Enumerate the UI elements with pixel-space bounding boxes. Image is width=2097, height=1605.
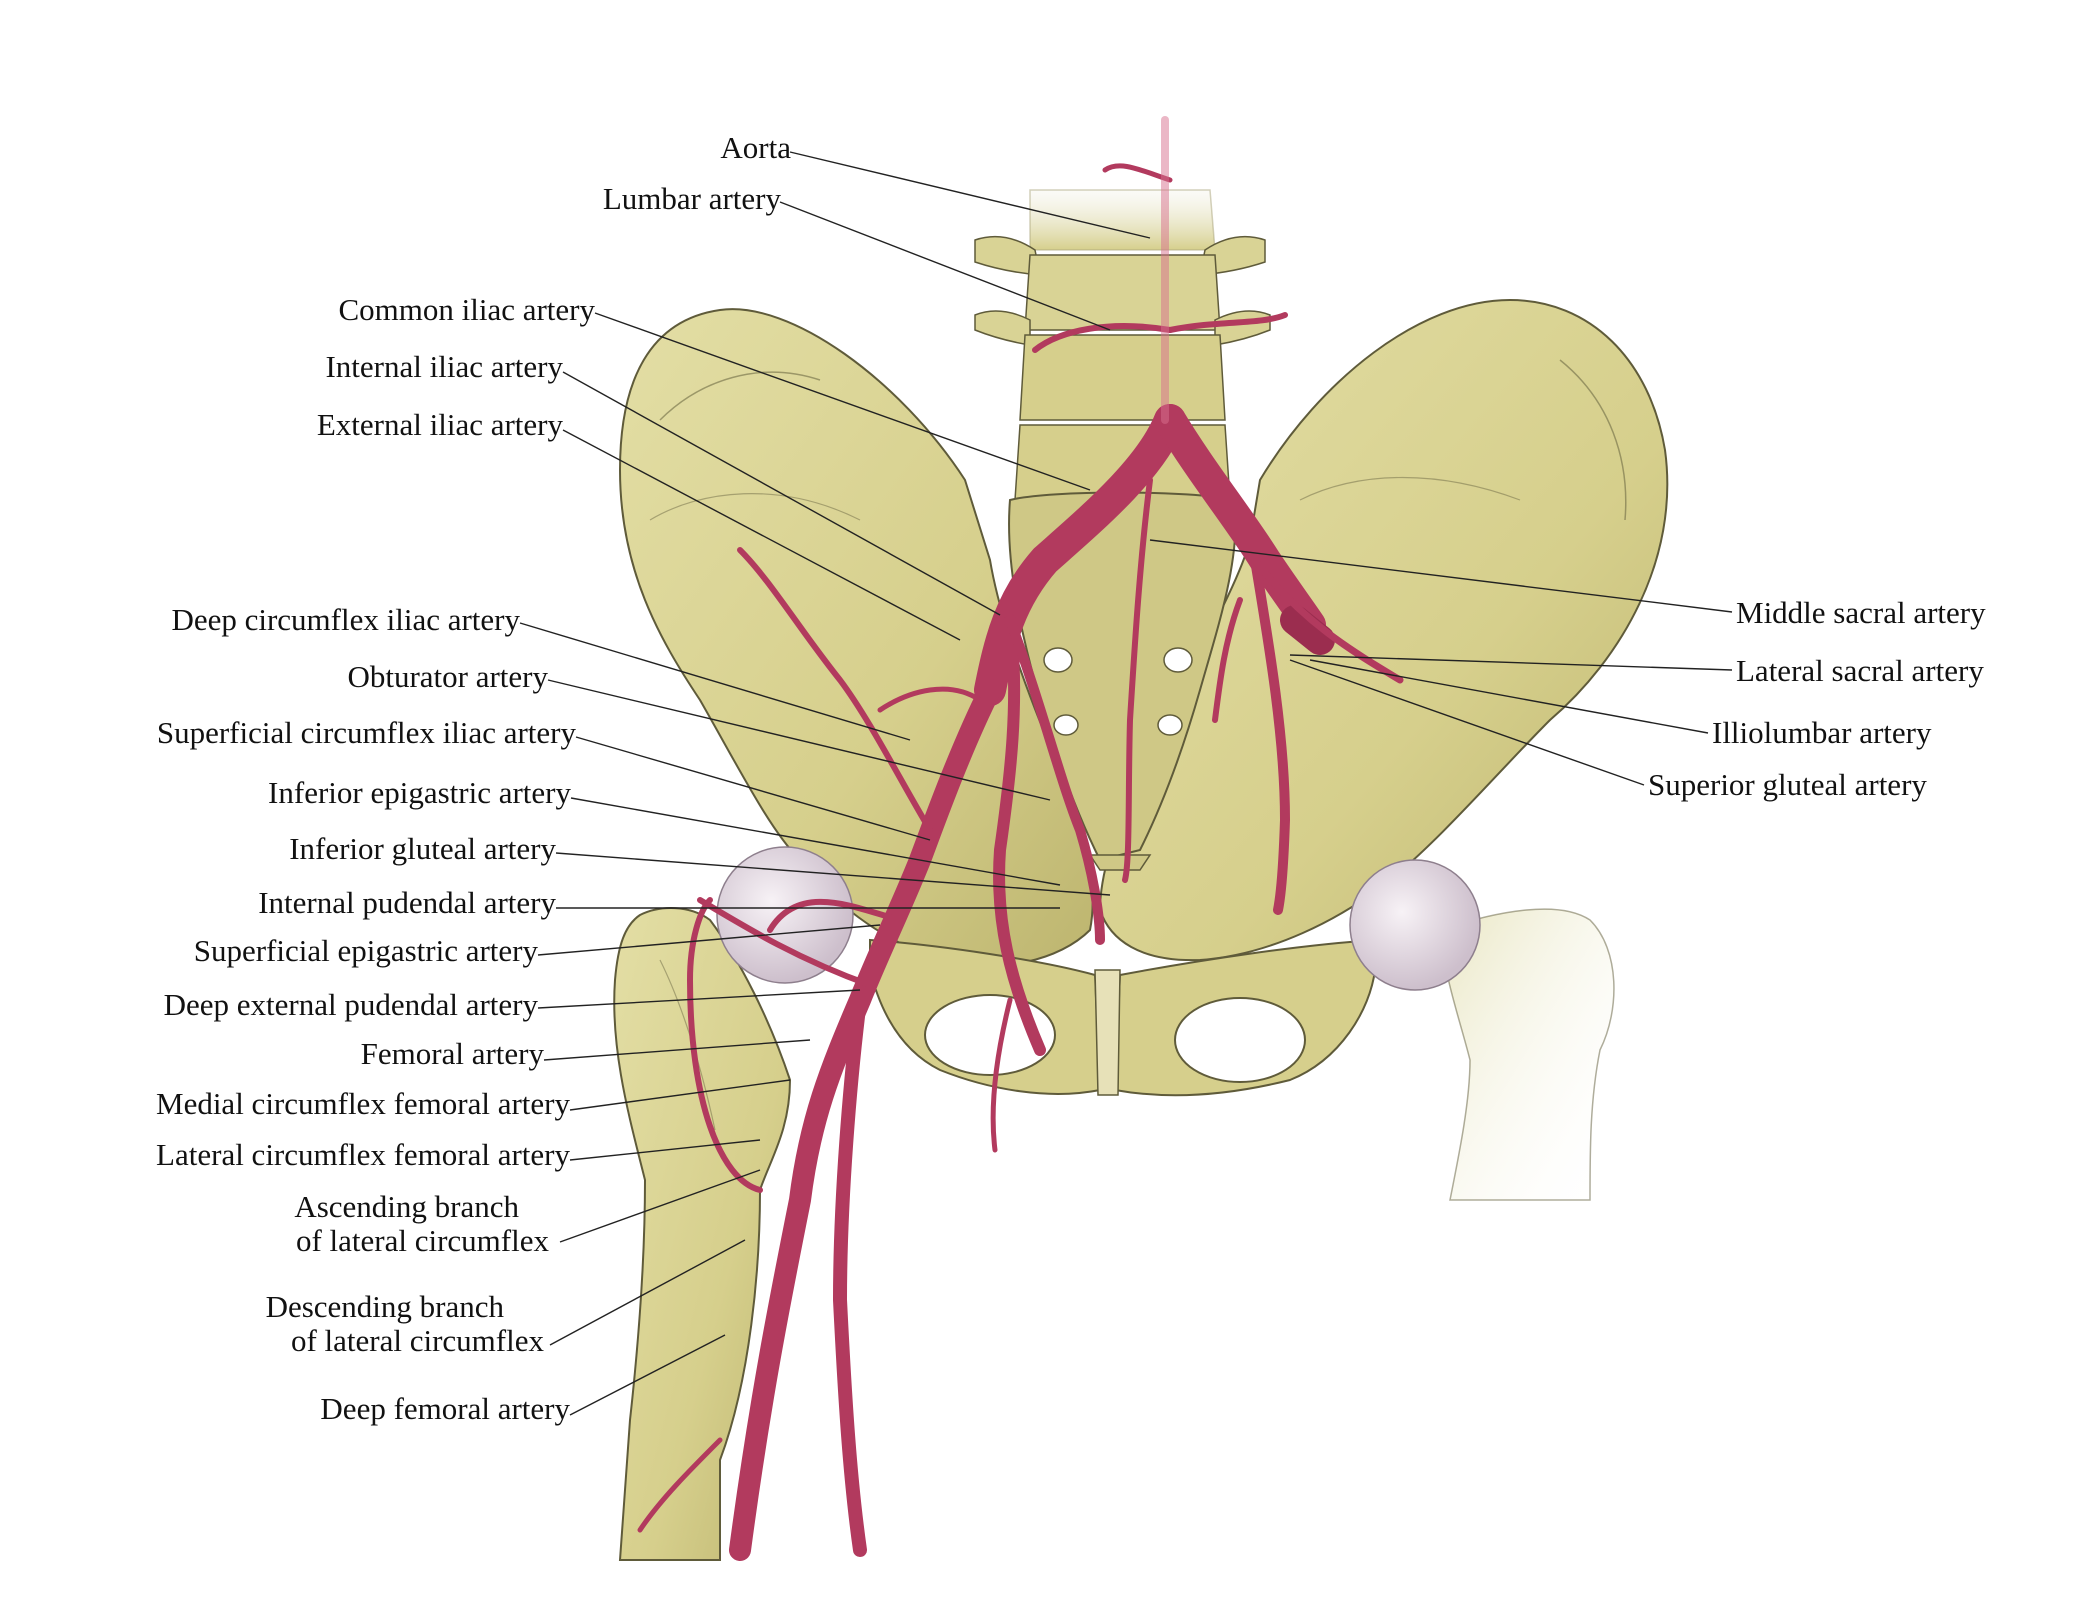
pubis bbox=[869, 938, 1376, 1097]
femur-left bbox=[613, 846, 854, 1561]
label-superior-gluteal-artery: Superior gluteal artery bbox=[1648, 767, 1927, 802]
label-ascending-branch: Ascending branch of lateral circumflex bbox=[294, 1190, 549, 1258]
femur-right bbox=[1349, 859, 1615, 1201]
label-lateral-sacral-artery: Lateral sacral artery bbox=[1736, 653, 1984, 688]
label-internal-iliac-artery: Internal iliac artery bbox=[325, 349, 563, 384]
label-aorta: Aorta bbox=[720, 130, 791, 165]
lumbar-vertebrae bbox=[974, 189, 1271, 501]
leader-lines bbox=[519, 151, 1733, 1416]
label-descending-branch-line1: Descending branch bbox=[265, 1289, 504, 1324]
label-ascending-branch-line1: Ascending branch bbox=[294, 1189, 519, 1224]
label-femoral-artery: Femoral artery bbox=[360, 1036, 544, 1071]
label-obturator-artery: Obturator artery bbox=[347, 659, 548, 694]
label-lateral-circumflex-femoral-artery: Lateral circumflex femoral artery bbox=[156, 1137, 570, 1172]
label-descending-branch: Descending branch of lateral circumflex bbox=[266, 1290, 544, 1358]
label-inferior-epigastric-artery: Inferior epigastric artery bbox=[268, 775, 571, 810]
label-external-iliac-artery: External iliac artery bbox=[316, 407, 563, 442]
label-internal-pudendal-artery: Internal pudendal artery bbox=[258, 885, 556, 920]
label-inferior-gluteal-artery: Inferior gluteal artery bbox=[289, 831, 556, 866]
label-medial-circumflex-femoral-artery: Medial circumflex femoral artery bbox=[156, 1086, 570, 1121]
label-ascending-branch-line2: of lateral circumflex bbox=[295, 1223, 549, 1258]
label-superficial-epigastric-artery: Superficial epigastric artery bbox=[193, 933, 538, 968]
label-superficial-circumflex-iliac-artery: Superficial circumflex iliac artery bbox=[156, 715, 576, 750]
arteries bbox=[637, 78, 1404, 1561]
label-deep-external-pudendal-artery: Deep external pudendal artery bbox=[163, 987, 538, 1022]
label-deep-femoral-artery: Deep femoral artery bbox=[320, 1391, 570, 1426]
label-descending-branch-line2: of lateral circumflex bbox=[290, 1323, 544, 1358]
label-middle-sacral-artery: Middle sacral artery bbox=[1736, 595, 1986, 630]
label-common-iliac-artery: Common iliac artery bbox=[338, 292, 595, 327]
label-lumbar-artery: Lumbar artery bbox=[602, 181, 781, 216]
label-illiolumbar-artery: Illiolumbar artery bbox=[1712, 715, 1932, 750]
label-deep-circumflex-iliac-artery: Deep circumflex iliac artery bbox=[171, 602, 520, 637]
